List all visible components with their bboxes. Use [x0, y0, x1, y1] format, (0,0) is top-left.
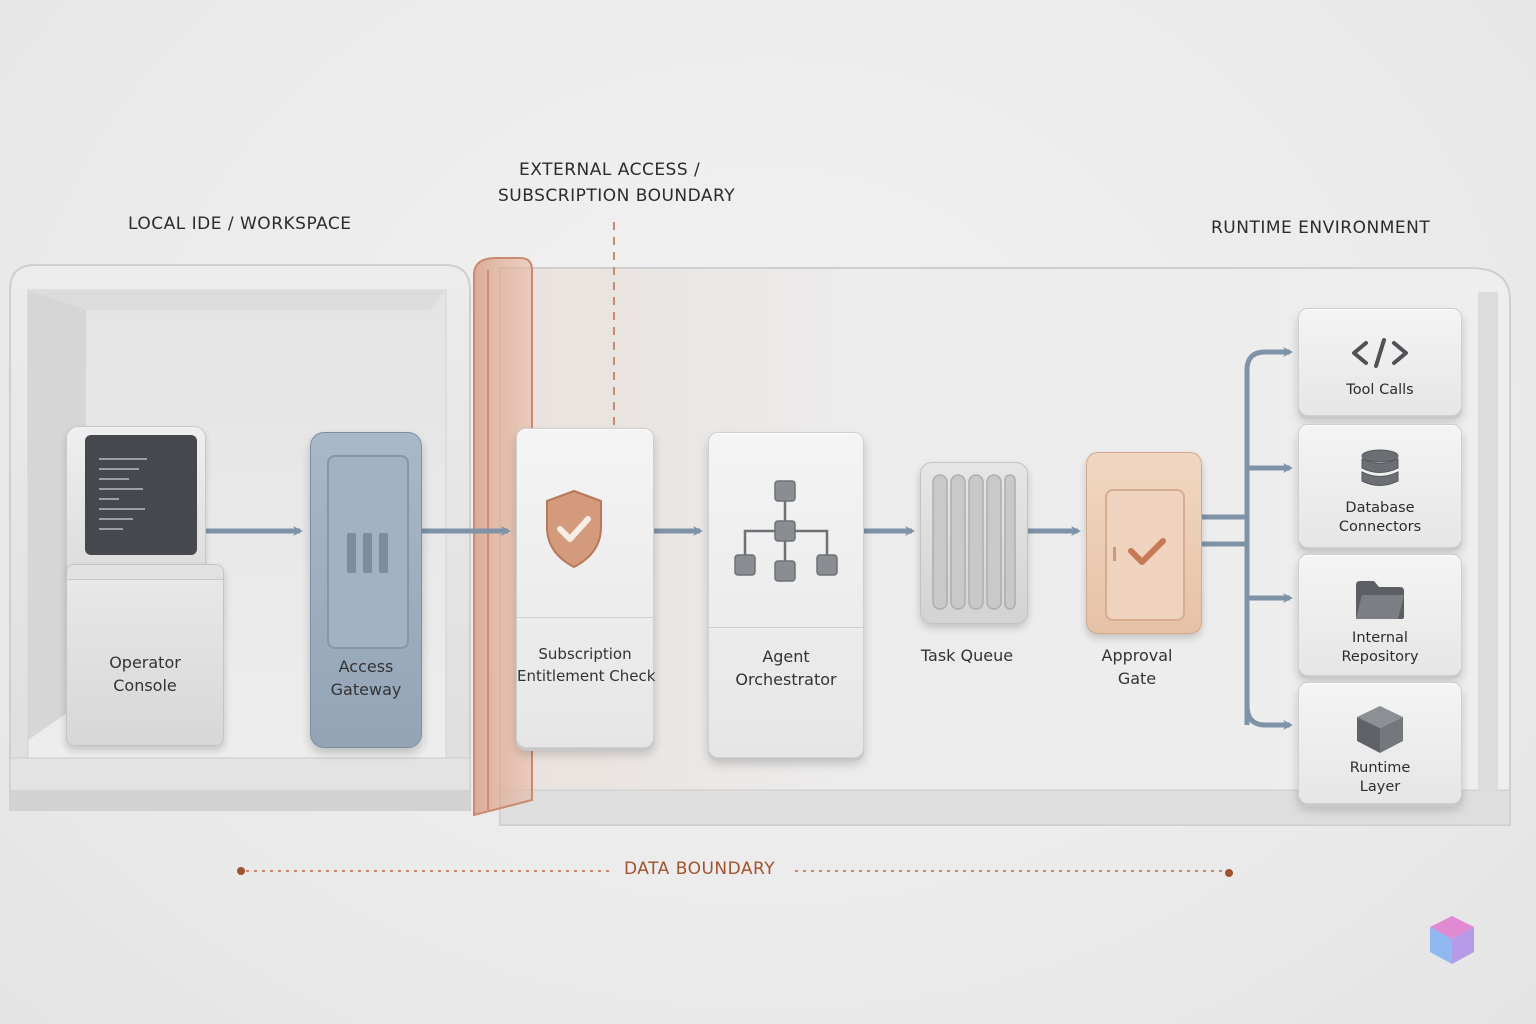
approval-gate-labels: Approval Gate — [1076, 644, 1198, 690]
console-base: Operator Console — [66, 564, 224, 746]
approval-gate-label-1: Approval — [1101, 646, 1173, 665]
runtime-panel-runtime-layer[interactable]: Runtime Layer — [1298, 682, 1462, 804]
subscription-check-label-2: Entitlement Check — [517, 666, 656, 685]
runtime-panel-database-connectors[interactable]: Database Connectors — [1298, 424, 1462, 548]
terminal-text-icon — [99, 458, 147, 530]
access-gateway-label-1: Access — [338, 657, 394, 676]
external-boundary-label-line2: SUBSCRIPTION BOUNDARY — [498, 186, 736, 206]
internal-repository-label-1: Internal — [1352, 630, 1408, 646]
tool-calls-label: Tool Calls — [1346, 382, 1414, 398]
runtime-layer-label-2: Layer — [1359, 778, 1401, 795]
database-connectors-label-1: Database — [1345, 500, 1415, 516]
cube-icon — [1357, 706, 1403, 753]
runtime-layer-label-1: Runtime — [1349, 760, 1411, 776]
task-queue-label: Task Queue — [920, 646, 1014, 665]
subscription-entitlement-check[interactable]: Subscription Entitlement Check — [516, 428, 656, 748]
database-connectors-label-2: Connectors — [1338, 518, 1422, 535]
operator-console[interactable]: Operator Console — [66, 426, 224, 746]
logo-cube-icon — [1430, 916, 1474, 964]
access-gateway[interactable]: Access Gateway — [310, 432, 422, 748]
folder-icon — [1356, 581, 1404, 619]
runtime-panel-internal-repository[interactable]: Internal Repository — [1298, 554, 1462, 676]
shield-check-icon — [546, 489, 602, 569]
access-gateway-label-2: Gateway — [330, 680, 402, 700]
check-icon — [1128, 538, 1166, 565]
agent-orchestrator-label-1: Agent — [762, 647, 810, 666]
console-monitor — [66, 426, 206, 578]
approval-door — [1105, 489, 1185, 621]
console-screen — [85, 435, 197, 555]
gateway-inner-panel — [327, 455, 409, 649]
data-boundary-label: DATA BOUNDARY — [624, 859, 776, 879]
agent-orchestrator-label-2: Orchestrator — [735, 670, 837, 690]
code-icon — [1352, 338, 1408, 368]
data-boundary-line — [237, 867, 1233, 877]
external-boundary-label-line1: EXTERNAL ACCESS / — [519, 160, 701, 180]
queue-slots-icon — [932, 474, 1016, 610]
runtime-environment-label: RUNTIME ENVIRONMENT — [1211, 218, 1431, 238]
internal-repository-label-2: Repository — [1341, 648, 1419, 665]
gateway-bars-icon — [347, 533, 388, 573]
local-workspace-label: LOCAL IDE / WORKSPACE — [128, 214, 352, 234]
task-queue[interactable] — [920, 462, 1028, 624]
approval-gate-label-2: Gate — [1117, 669, 1157, 689]
operator-console-label-1: Operator — [109, 653, 181, 672]
operator-console-label-2: Console — [113, 676, 177, 696]
agent-orchestrator[interactable]: Agent Orchestrator — [708, 432, 864, 758]
hierarchy-icon — [734, 480, 838, 582]
subscription-check-label-1: Subscription — [538, 645, 632, 663]
approval-gate[interactable] — [1086, 452, 1202, 634]
runtime-panel-tool-calls[interactable]: Tool Calls — [1298, 308, 1462, 416]
database-icon — [1361, 449, 1399, 486]
